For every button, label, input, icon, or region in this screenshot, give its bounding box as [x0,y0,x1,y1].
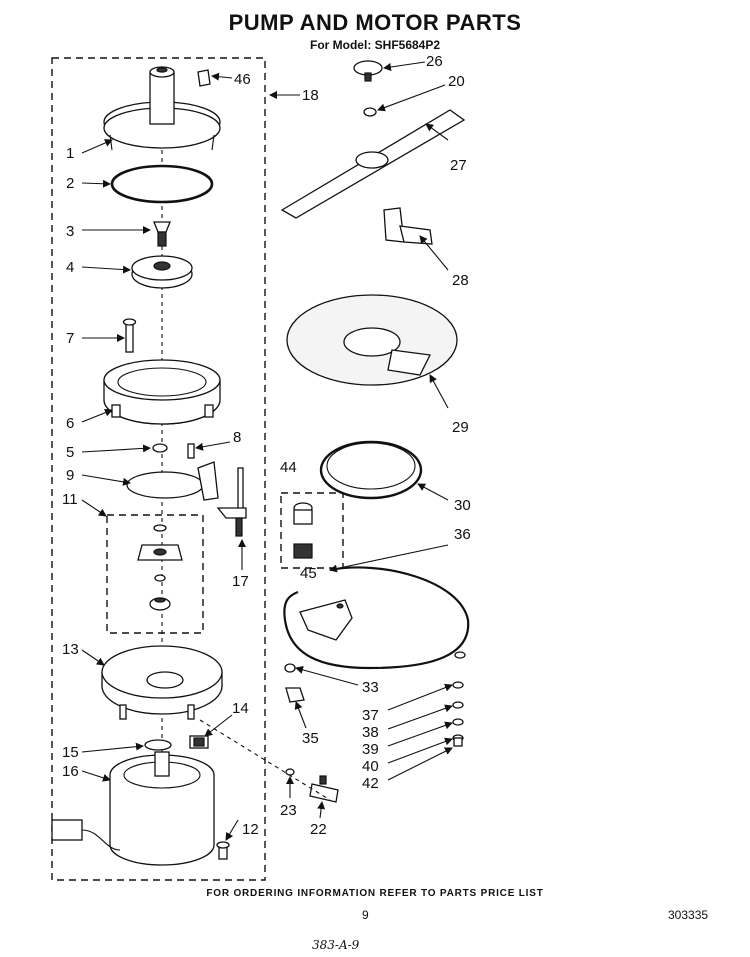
part-22-terminal [309,775,339,803]
callout-4: 4 [66,259,74,276]
callout-39: 39 [362,741,379,758]
callout-40: 40 [362,758,379,775]
part-14-brush [189,735,209,749]
part-33-nut [284,663,296,673]
callout-16: 16 [62,763,79,780]
leader-lines [81,61,453,841]
callout-12: 12 [242,821,259,838]
part-27-spray-arm [280,109,466,219]
page-title: PUMP AND MOTOR PARTS [228,10,522,35]
callout-30: 30 [454,497,471,514]
ordering-note: FOR ORDERING INFORMATION REFER TO PARTS … [206,888,544,899]
part-5-nut [152,443,168,453]
part-46-clip [197,69,211,87]
callout-6: 6 [66,415,74,432]
callout-45: 45 [300,565,317,582]
group-box-44 [280,492,344,569]
page-number: 9 [362,908,369,922]
callout-3: 3 [66,223,74,240]
callout-36: 36 [454,526,471,543]
callout-35: 35 [302,730,319,747]
callout-27: 27 [450,157,467,174]
part-4-impeller [131,255,193,289]
callout-37: 37 [362,707,379,724]
callout-46: 46 [234,71,251,88]
callout-15: 15 [62,744,79,761]
callout-26: 26 [426,53,443,70]
part-20-washer [363,107,377,117]
part-45-bracket [299,599,353,641]
document-number: 303335 [668,908,709,922]
callout-14: 14 [232,700,249,717]
part-30-seal-ring [319,440,423,500]
callout-44: 44 [280,459,297,476]
part-44-clips [293,502,313,559]
handwritten-note: 383-A-9 [312,938,360,952]
callout-42: 42 [362,775,379,792]
part-8-screw [187,443,195,459]
part-9-plate [126,461,219,501]
callout-11: 11 [62,491,78,508]
callout-38: 38 [362,724,379,741]
part-3-fitting [153,221,171,247]
callout-13: 13 [62,641,79,658]
part-36-heater-element [283,566,470,670]
callout-22: 22 [310,821,327,838]
callout-8: 8 [233,429,241,446]
callout-18: 18 [302,87,319,104]
part-29-filter-screen [286,294,458,386]
part-12-screw [216,841,230,860]
callout-2: 2 [66,175,74,192]
assembly-box-18 [51,57,266,881]
callout-20: 20 [448,73,465,90]
callout-33: 33 [362,679,379,696]
callout-9: 9 [66,467,74,484]
callout-7: 7 [66,330,74,347]
part-16-motor [51,751,215,866]
model-subtitle: For Model: SHF5684P2 [309,38,441,52]
part-11-chopper-assembly [137,524,183,611]
part-17-bracket [216,467,247,537]
callout-23: 23 [280,802,297,819]
callout-5: 5 [66,444,74,461]
part-7-screw [122,318,137,353]
part-2-gasket [110,164,214,204]
callout-17: 17 [232,573,249,590]
part-23-washer [285,768,295,776]
group-box-11 [106,514,204,634]
part-26-cap [353,60,383,82]
callout-1: 1 [66,145,74,162]
part-28-shield [383,207,433,245]
callout-28: 28 [452,272,469,289]
part-13-motor-mount [101,645,223,720]
part-1-pump-housing [103,66,221,151]
part-6-pump-body [103,359,221,425]
part-15-washer [144,739,172,751]
part-35-clip [285,687,305,703]
hardware-stack [452,651,466,747]
callout-29: 29 [452,419,469,436]
